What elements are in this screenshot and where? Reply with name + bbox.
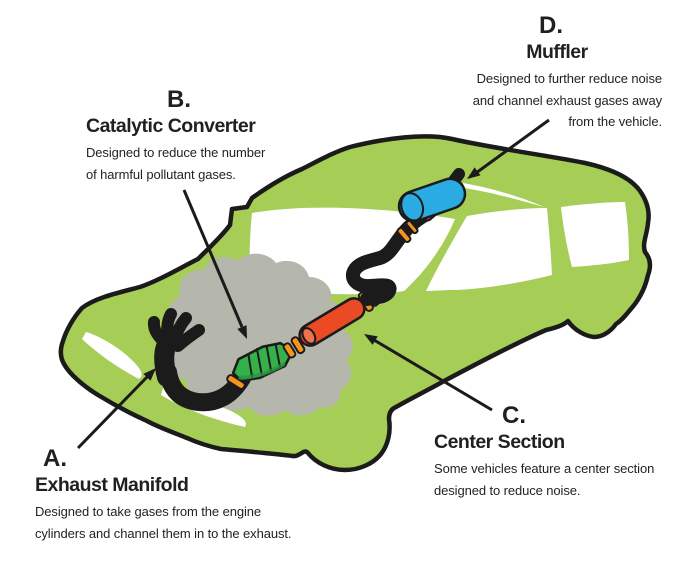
arrow-c-head <box>364 334 378 345</box>
arrow-a-head <box>143 368 156 381</box>
callout-desc-line: Designed to further reduce noise <box>476 71 663 86</box>
callout-letter-b: B. <box>167 86 191 113</box>
muffler <box>397 177 467 223</box>
roof-highlight <box>463 183 544 207</box>
s-pipe-ring-1 <box>396 226 412 244</box>
callout-desc-line: of harmful pollutant gases. <box>86 166 236 182</box>
callout-title-muffler: Muffler <box>526 41 588 63</box>
front-door-window <box>426 208 552 291</box>
arrow-b-head <box>237 325 247 339</box>
callout-desc-line: designed to reduce noise. <box>434 482 581 498</box>
callout-letter-a: A. <box>43 445 67 472</box>
callout-center-section: C. Center Section Some vehicles feature … <box>434 403 684 501</box>
catalytic-converter <box>231 341 293 382</box>
callout-letter-c: C. <box>502 402 526 429</box>
arrow-c-line <box>373 338 493 412</box>
front-highlight-upper <box>82 332 142 379</box>
catalytic-shade <box>238 362 286 380</box>
callout-arrows <box>76 118 550 450</box>
callout-desc-line: from the vehicle. <box>568 114 662 129</box>
callout-desc-line: cylinders and channel them in to the exh… <box>35 525 292 541</box>
callout-desc-line: Designed to take gases from the engine <box>35 504 262 519</box>
callout-exhaust-manifold: A. Exhaust Manifold Designed to take gas… <box>35 446 335 544</box>
callout-desc-line: Designed to reduce the number <box>86 145 266 160</box>
callout-desc-line: and channel exhaust gases away <box>472 92 662 108</box>
callout-title-catalytic-converter: Catalytic Converter <box>86 115 256 137</box>
callout-muffler: D. Muffler Designed to further reduce no… <box>440 13 662 133</box>
arrow-a-line <box>76 374 150 450</box>
smoke-cloud <box>166 253 353 416</box>
arrow-b-line <box>182 189 244 328</box>
callout-title-center-section: Center Section <box>434 431 565 453</box>
center-coupler-rings <box>282 336 306 359</box>
exhaust-manifold <box>150 310 203 384</box>
callout-title-exhaust-manifold: Exhaust Manifold <box>35 474 189 496</box>
s-pipe <box>348 210 430 304</box>
arrow-d-head <box>467 167 481 179</box>
s-pipe-ring-2 <box>405 219 419 235</box>
callout-catalytic-converter: B. Catalytic Converter Designed to reduc… <box>86 87 272 185</box>
arrow-d-line <box>475 118 550 175</box>
downpipe <box>161 365 249 409</box>
callout-desc-line: Some vehicles feature a center section <box>434 461 655 476</box>
callout-letter-d: D. <box>539 12 563 39</box>
rear-quarter-window <box>561 202 629 267</box>
